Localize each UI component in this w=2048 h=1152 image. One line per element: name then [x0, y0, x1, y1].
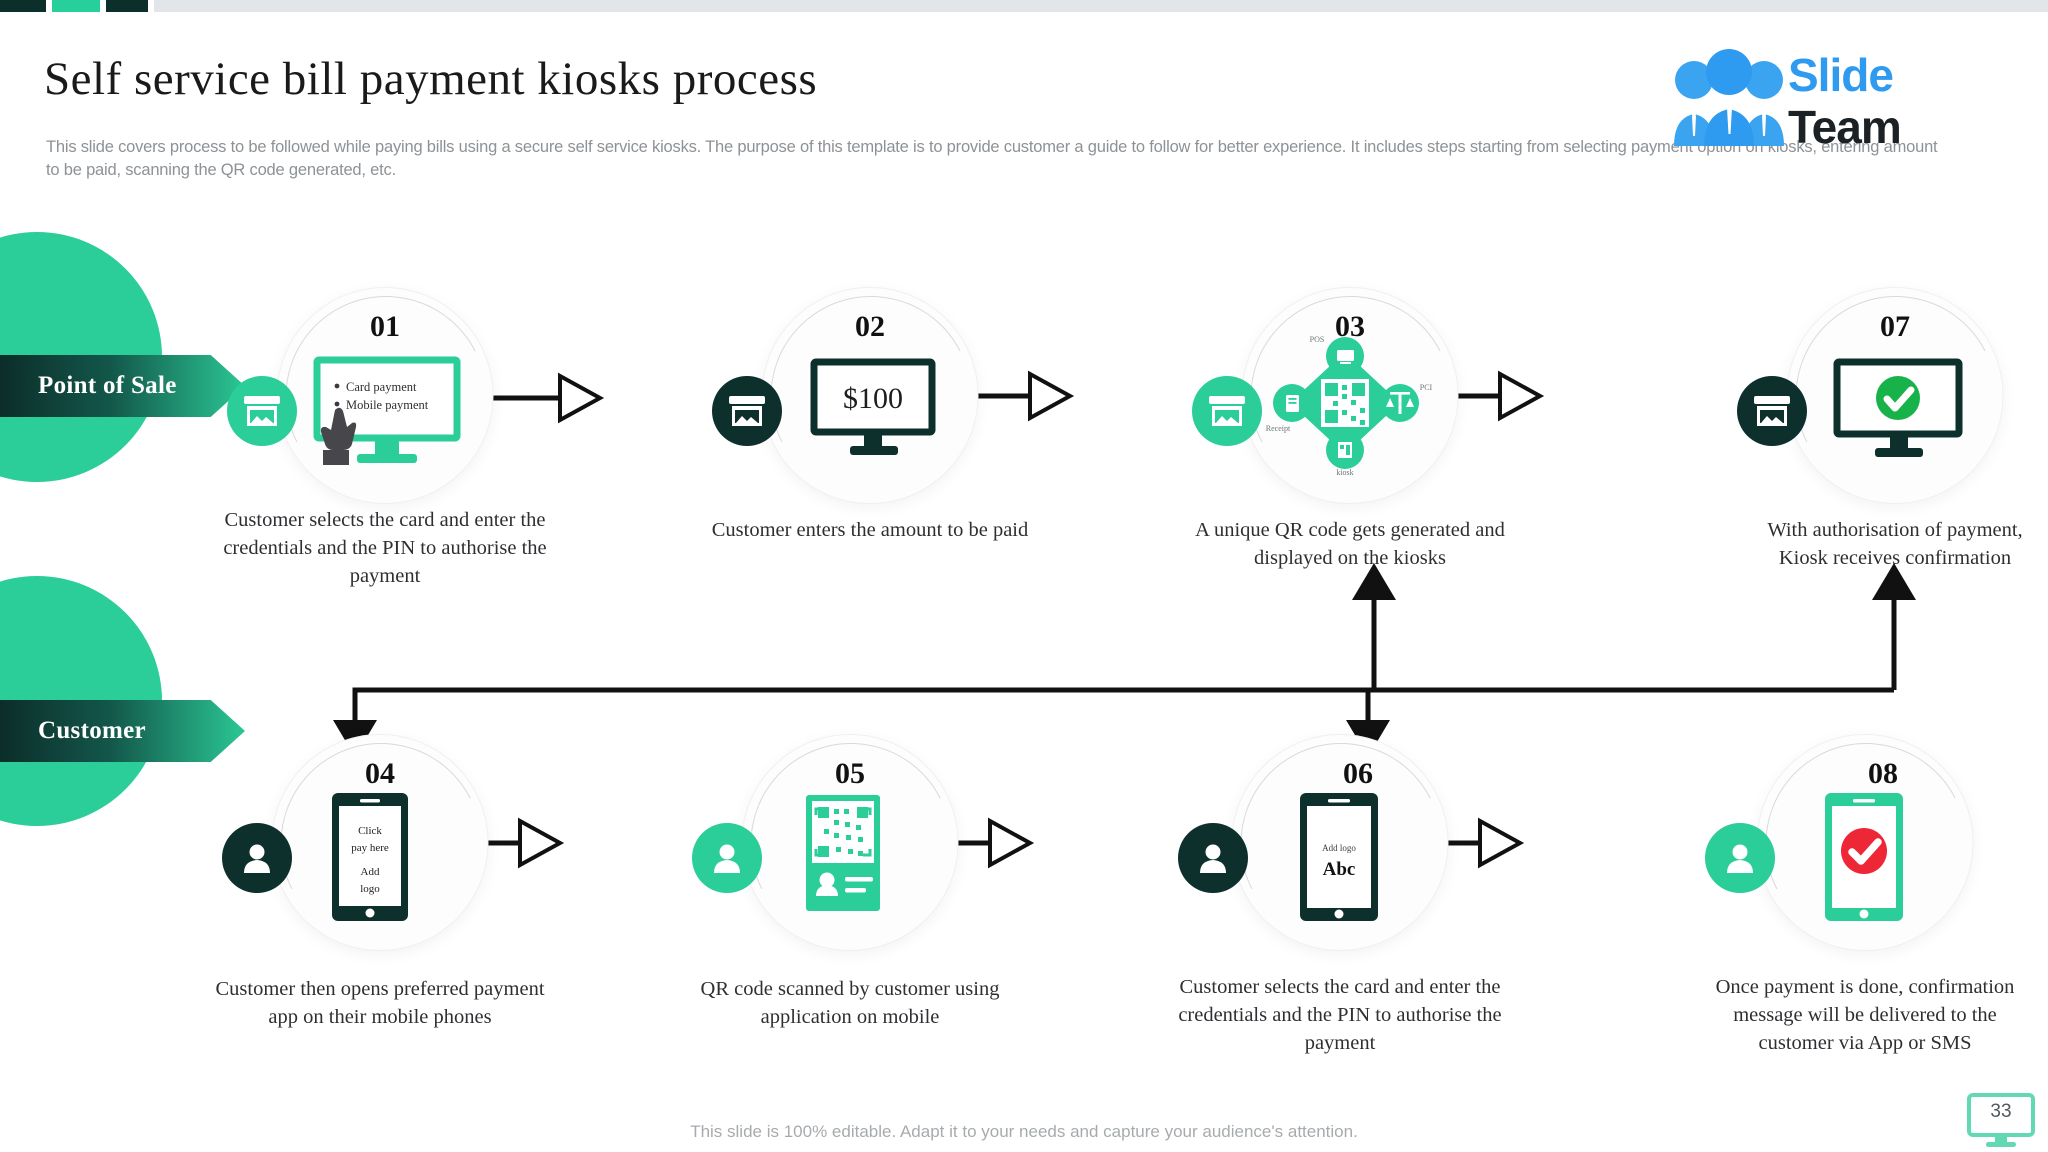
hub-label-receipt: Receipt [1266, 424, 1291, 433]
page-number: 33 [1990, 1101, 2012, 1122]
logo-text-team: Team [1788, 101, 1902, 153]
hand-cursor-icon [320, 407, 357, 465]
lane-label-customer: Customer [38, 717, 146, 744]
step-node-04[interactable]: 04 Click pay here Add logo Customer then… [215, 735, 545, 1035]
phone-confirmed-art [1811, 789, 1921, 929]
lane-label-point-of-sale: Point of Sale [38, 372, 177, 399]
phone-line-addlogo: Add logo [1322, 843, 1356, 853]
step-node-02[interactable]: 02 $100 Customer enters the amount to be… [712, 288, 1028, 588]
accent-rule [154, 0, 2048, 12]
hub-label-pos: POS [1310, 335, 1325, 344]
customer-person-icon [1200, 844, 1226, 873]
logo-text-slide: Slide [1788, 49, 1894, 101]
step-number: 03 [1335, 310, 1365, 343]
accent-bar-dark-2 [106, 0, 148, 12]
accent-bar-green [52, 0, 100, 12]
screen-line-mobile: Mobile payment [346, 398, 429, 412]
step-node-03[interactable]: 03 [1192, 288, 1505, 588]
hub-label-kiosk: kiosk [1336, 468, 1353, 477]
badge-customer-person-icon [692, 823, 762, 893]
step-caption: Customer selects the card and enter the … [223, 509, 547, 587]
step-number: 05 [835, 757, 865, 790]
store-kiosk-icon [244, 396, 280, 426]
monitor-frame-icon [1967, 1093, 2035, 1147]
step-node-05[interactable]: 05 [692, 735, 1000, 1035]
badge-store-kiosk-icon [1192, 376, 1262, 446]
phone-line-1: Click [358, 825, 382, 837]
people-group-icon [1674, 49, 1784, 146]
badge-store-kiosk-icon [227, 376, 297, 446]
step-node-07[interactable]: 07 With authorisation of payment, Kiosk … [1737, 288, 2045, 588]
screen-line-card: Card payment [346, 380, 417, 394]
step-number: 07 [1880, 310, 1910, 343]
phone-pay-here-art: Click pay here Add logo [318, 789, 428, 929]
store-kiosk-icon [729, 396, 765, 426]
customer-person-icon [714, 844, 740, 873]
qr-code-hub-art: POS PCI Receipt kiosk [1250, 328, 1440, 478]
badge-customer-person-icon [1178, 823, 1248, 893]
step-caption: With authorisation of payment, Kiosk rec… [1767, 519, 2023, 569]
badge-customer-person-icon [1705, 823, 1775, 893]
customer-person-icon [1727, 844, 1753, 873]
accent-bar-dark-1 [0, 0, 46, 12]
monitor-amount-art: $100 [794, 354, 964, 484]
step-number: 04 [365, 757, 395, 790]
phone-line-4: logo [360, 883, 380, 895]
arrowhead-to-step-07 [1872, 563, 1916, 600]
step-number: 06 [1343, 757, 1373, 790]
phone-line-3: Add [361, 866, 380, 878]
step-caption: A unique QR code gets generated and disp… [1195, 519, 1505, 569]
step-number: 01 [370, 310, 400, 343]
page-title: Self service bill payment kiosks process [44, 53, 818, 105]
amount-value: $100 [843, 382, 903, 415]
step-caption: Customer selects the card and enter the … [1178, 976, 1502, 1054]
monitor-payment-options-art: Card payment Mobile payment [309, 354, 479, 484]
page-number-badge: 33 [1964, 1092, 2038, 1150]
monitor-confirmed-art [1819, 354, 1989, 484]
phone-abc-art: Add logo Abc [1286, 789, 1396, 929]
step-number: 08 [1868, 757, 1898, 790]
step-node-01[interactable]: 01 Card payment Mobile payment [223, 288, 547, 588]
badge-store-kiosk-icon [1737, 376, 1807, 446]
red-check-icon [1841, 828, 1887, 874]
badge-store-kiosk-icon [712, 376, 782, 446]
customer-person-icon [244, 844, 270, 873]
hub-label-pci: PCI [1420, 383, 1433, 392]
step-caption: Customer enters the amount to be paid [711, 519, 1029, 541]
store-kiosk-icon [1209, 396, 1245, 426]
page-subtitle: This slide covers process to be followed… [46, 138, 1938, 179]
qr-scan-card-art [788, 789, 898, 929]
success-check-icon [1876, 376, 1920, 420]
phone-line-abc: Abc [1323, 859, 1356, 880]
step-caption: Customer then opens preferred payment ap… [215, 978, 545, 1028]
step-node-06[interactable]: 06 Add logo Abc Customer selects the car… [1178, 735, 1502, 1054]
slideteam-logo: Slide Team [1670, 38, 1970, 153]
step-node-08[interactable]: 08 Once payment is done, confirmation me… [1705, 735, 2015, 1054]
step-caption: QR code scanned by customer using applic… [700, 978, 1000, 1028]
step-caption: Once payment is done, confirmation messa… [1715, 976, 2015, 1054]
phone-line-2: pay here [351, 842, 389, 854]
lane-banner-point-of-sale: Point of Sale [0, 355, 245, 417]
badge-customer-person-icon [222, 823, 292, 893]
footer-note: This slide is 100% editable. Adapt it to… [690, 1122, 1358, 1141]
lane-banner-customer: Customer [0, 700, 245, 762]
store-kiosk-icon [1754, 396, 1790, 426]
top-accent-bars [0, 0, 2048, 12]
step-number: 02 [855, 310, 885, 343]
arrowhead-to-step-03 [1352, 563, 1396, 600]
